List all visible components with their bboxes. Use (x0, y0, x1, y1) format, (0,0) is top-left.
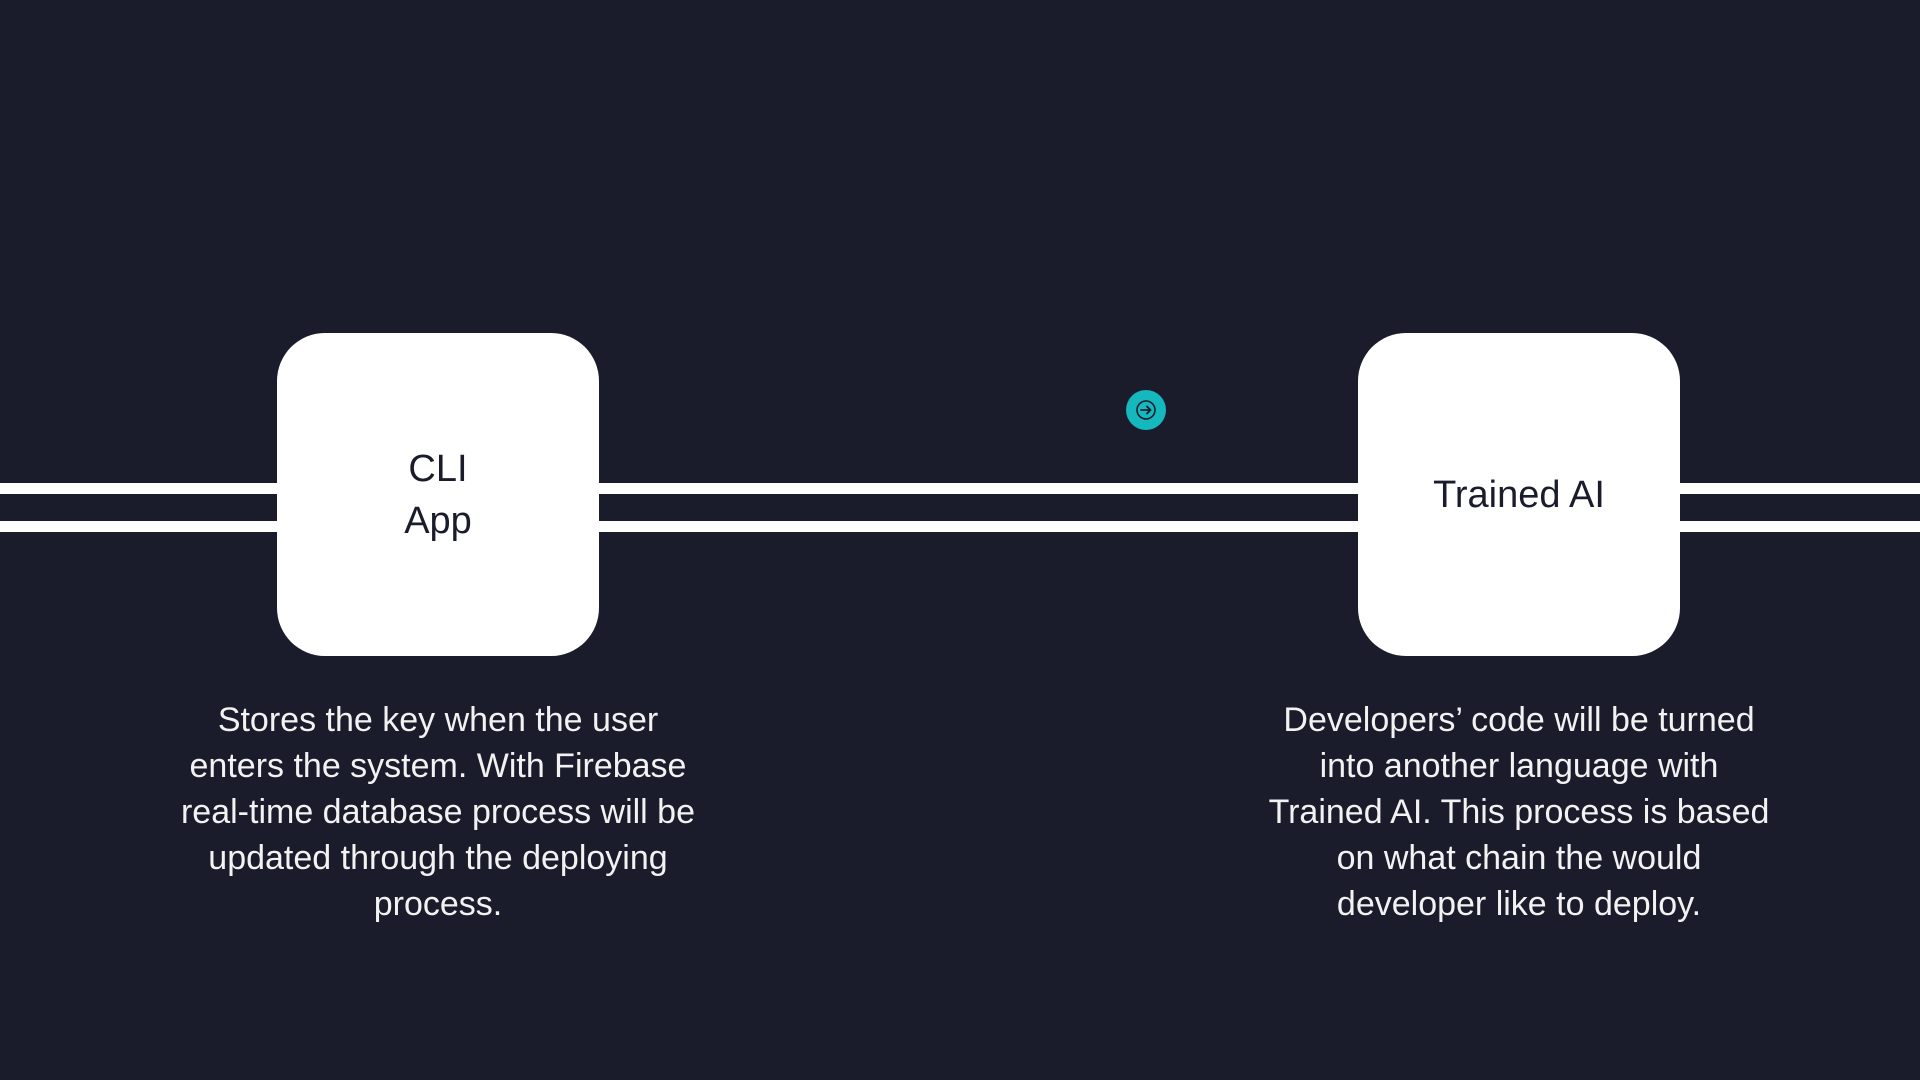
node-cli-app: CLI App (277, 333, 599, 656)
description-line: developer like to deploy. (1336, 885, 1702, 923)
description-cli-app: Stores the key when the user enters the … (128, 697, 748, 927)
description-line: real-time database process will be (180, 793, 696, 831)
arrow-right-icon (1136, 400, 1156, 420)
description-line: process. (373, 885, 503, 923)
description-trained-ai: Developers’ code will be turned into ano… (1209, 697, 1829, 927)
node-title-line: Trained AI (1433, 473, 1605, 516)
description-line: on what chain the would (1336, 839, 1702, 877)
next-button[interactable] (1126, 390, 1166, 430)
description-line: Developers’ code will be turned (1283, 701, 1755, 739)
connector-line-bottom (0, 521, 1920, 532)
description-line: enters the system. With Firebase (189, 747, 687, 785)
description-line: Stores the key when the user (217, 701, 659, 739)
description-line: updated through the deploying (208, 839, 668, 877)
node-trained-ai: Trained AI (1358, 333, 1680, 656)
node-title-cli-app: CLI App (404, 443, 472, 547)
description-line: into another language with (1319, 747, 1719, 785)
node-title-trained-ai: Trained AI (1433, 469, 1605, 521)
node-title-line: CLI (408, 447, 468, 490)
connector-line-top (0, 483, 1920, 494)
node-title-line: App (404, 499, 472, 542)
description-line: Trained AI. This process is based (1268, 793, 1770, 831)
